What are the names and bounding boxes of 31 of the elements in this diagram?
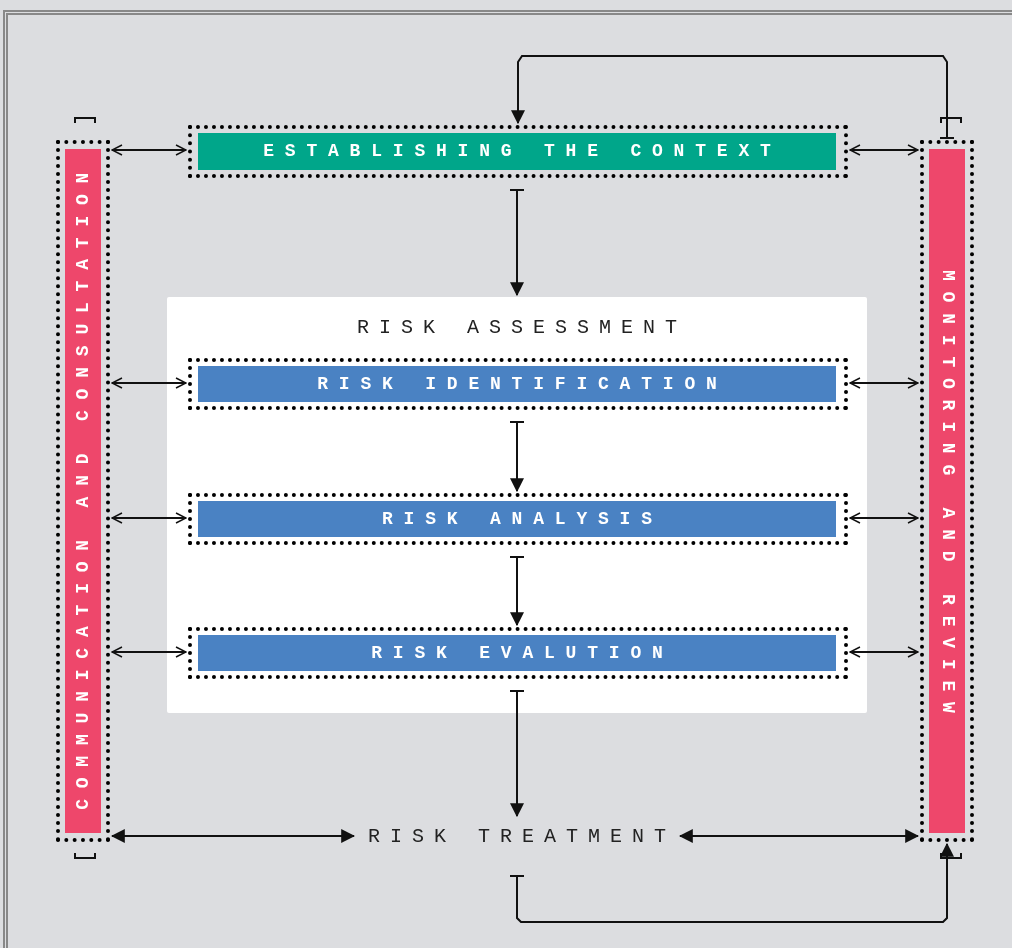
arrow bbox=[849, 512, 919, 524]
arrow bbox=[509, 690, 525, 818]
arrow bbox=[111, 144, 187, 156]
box-label: RISK IDENTIFICATION bbox=[316, 372, 728, 396]
arrow bbox=[111, 512, 187, 524]
arrow bbox=[509, 421, 525, 493]
process-bar bbox=[920, 140, 974, 842]
arrow bbox=[849, 646, 919, 658]
process-bar bbox=[56, 140, 110, 842]
arrow bbox=[678, 829, 920, 843]
arrow bbox=[110, 829, 356, 843]
arrow bbox=[509, 189, 525, 297]
arrow bbox=[849, 377, 919, 389]
group-panel bbox=[167, 297, 867, 713]
process-box bbox=[188, 125, 848, 178]
box-label: ESTABLISHING THE CONTEXT bbox=[262, 140, 782, 163]
box-label: RISK EVALUTION bbox=[370, 641, 674, 665]
arrow bbox=[509, 556, 525, 627]
process-box bbox=[188, 358, 848, 410]
arrow bbox=[111, 377, 187, 389]
arrow bbox=[111, 646, 187, 658]
step-label: RISK TREATMENT bbox=[356, 818, 678, 856]
bar-label: COMMUNICATION AND CONSULTATION bbox=[71, 161, 94, 812]
process-box bbox=[188, 493, 848, 545]
arrow bbox=[509, 842, 954, 923]
box-label: RISK ANALYSIS bbox=[381, 507, 663, 531]
arrow bbox=[511, 55, 955, 139]
panel-heading: RISK ASSESSMENT bbox=[356, 315, 688, 341]
bar-label: MONITORING AND REVIEW bbox=[936, 268, 959, 724]
process-box bbox=[188, 627, 848, 679]
arrow bbox=[849, 144, 919, 156]
